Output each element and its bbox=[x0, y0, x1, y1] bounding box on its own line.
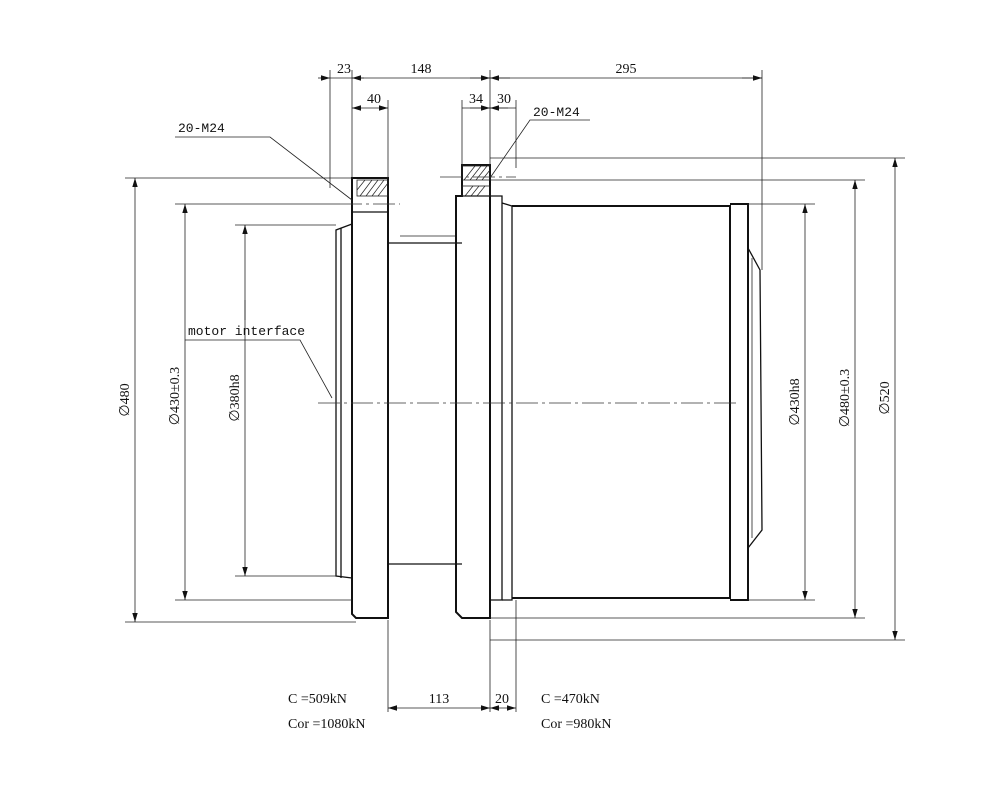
dim-dia-430: ∅430±0.3 bbox=[168, 367, 183, 425]
dim-148: 148 bbox=[411, 62, 432, 77]
motor-interface-leader bbox=[185, 339, 333, 399]
dim-23: 23 bbox=[337, 62, 351, 77]
leader-lines bbox=[175, 119, 590, 399]
bearing-right-c: C =470kN bbox=[541, 692, 600, 707]
dim-dia-480-right: ∅480±0.3 bbox=[838, 369, 853, 427]
bearing-right-cor: Cor =980kN bbox=[541, 717, 612, 732]
dimension-lines bbox=[132, 75, 898, 711]
bearing-notes: C =509kN Cor =1080kN C =470kN Cor =980kN bbox=[288, 692, 612, 732]
thread-left-leader bbox=[175, 136, 353, 201]
dim-113: 113 bbox=[429, 692, 449, 707]
bearing-left-c: C =509kN bbox=[288, 692, 347, 707]
dim-dia-380h8: ∅380h8 bbox=[228, 374, 243, 421]
dimension-texts: 23 148 295 40 34 30 113 20 ∅480 ∅430±0.3… bbox=[118, 62, 893, 707]
thread-right-leader bbox=[489, 119, 590, 179]
centerlines bbox=[244, 176, 740, 404]
dim-295: 295 bbox=[616, 62, 637, 77]
dim-40: 40 bbox=[367, 92, 381, 107]
labels: 20-M24 20-M24 motor interface bbox=[178, 105, 580, 339]
dim-dia-430h8: ∅430h8 bbox=[788, 378, 803, 425]
thread-hatching bbox=[356, 165, 491, 197]
part-outline bbox=[335, 164, 763, 619]
extension-lines bbox=[125, 70, 905, 712]
dim-dia-520: ∅520 bbox=[878, 381, 893, 414]
dim-20: 20 bbox=[495, 692, 509, 707]
thread-label-left: 20-M24 bbox=[178, 121, 225, 136]
bearing-left-cor: Cor =1080kN bbox=[288, 717, 366, 732]
motor-interface-label: motor interface bbox=[188, 324, 305, 339]
dim-dia-480-left: ∅480 bbox=[118, 383, 133, 416]
thread-label-right: 20-M24 bbox=[533, 105, 580, 120]
dim-34: 34 bbox=[469, 92, 483, 107]
dim-30: 30 bbox=[497, 92, 511, 107]
